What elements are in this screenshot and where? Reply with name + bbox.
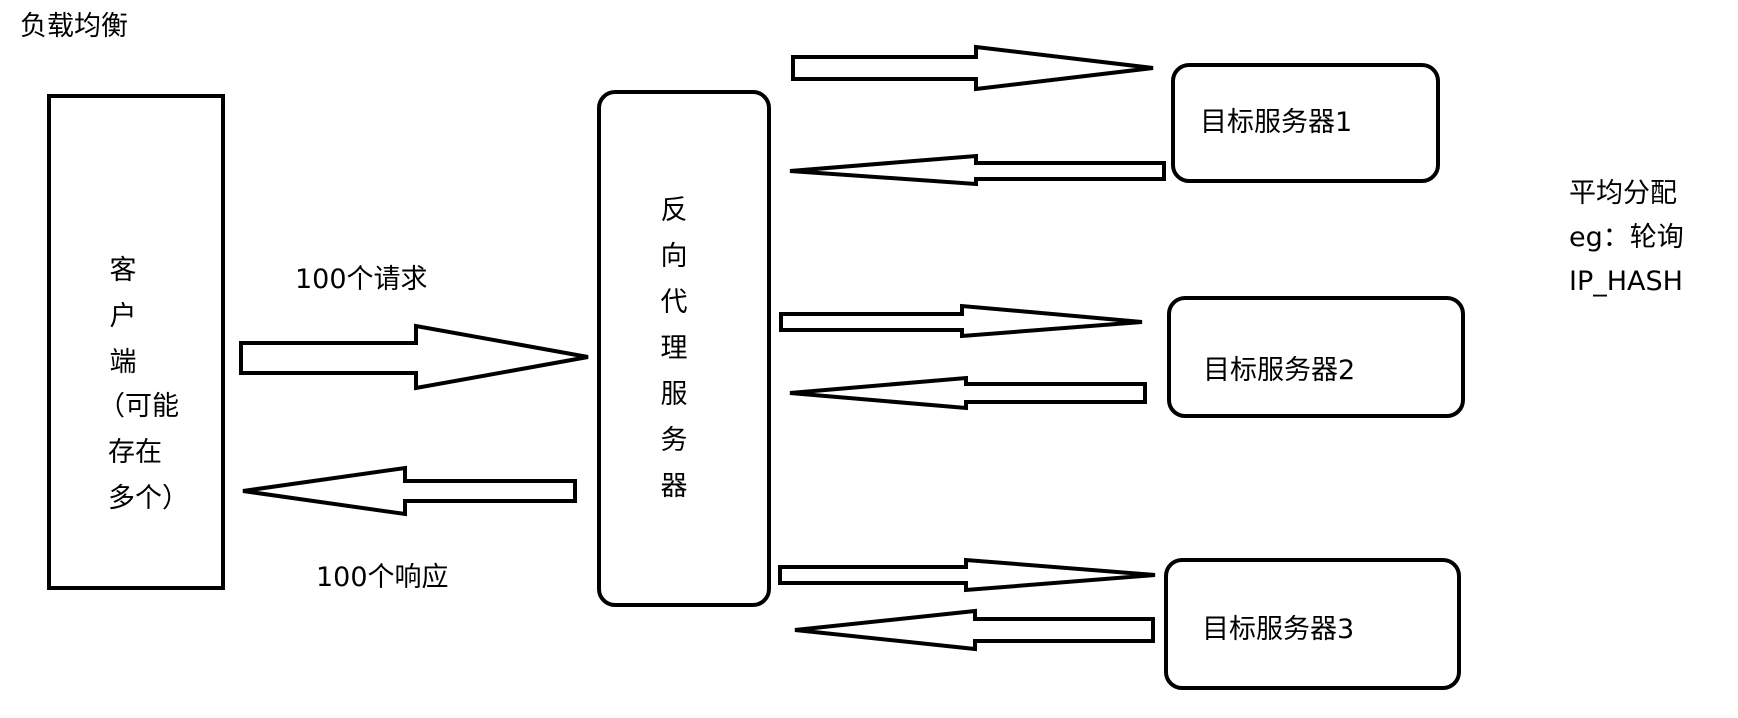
request-label: 100个请求	[295, 264, 428, 295]
server-box-2	[1167, 296, 1465, 418]
client-label: 客 户 端	[103, 248, 143, 386]
diagram-title: 负载均衡	[20, 11, 128, 42]
proxy-to-server3-arrow	[778, 557, 1156, 593]
server-label-2: 目标服务器2	[1203, 355, 1356, 386]
note-line: eg：轮询	[1569, 222, 1684, 253]
reverse-proxy-box	[597, 90, 771, 607]
proxy-char: 务	[660, 425, 688, 456]
client-char: 端	[109, 347, 137, 378]
server-label-1: 目标服务器1	[1200, 107, 1353, 138]
proxy-char: 服	[660, 379, 688, 410]
server1-to-proxy-arrow	[789, 153, 1166, 187]
note-line: IP_HASH	[1569, 266, 1683, 297]
proxy-char: 理	[660, 333, 688, 364]
response-label: 100个响应	[316, 562, 449, 593]
client-note-line: 存在	[108, 437, 162, 468]
proxy-char: 代	[660, 287, 688, 318]
proxy-to-server2-arrow	[779, 303, 1143, 339]
note-line: 平均分配	[1569, 178, 1677, 209]
client-note-line: （可能	[98, 391, 179, 422]
response-arrow	[242, 465, 577, 517]
client-char: 户	[109, 301, 137, 332]
proxy-char: 器	[660, 471, 688, 502]
client-box	[47, 94, 225, 590]
request-arrow	[239, 323, 589, 391]
proxy-char: 反	[660, 195, 688, 226]
load-balancing-note: 平均分配 eg：轮询 IP_HASH	[1569, 172, 1684, 304]
client-char: 客	[109, 255, 137, 286]
server-box-1	[1171, 63, 1440, 183]
server2-to-proxy-arrow	[789, 375, 1147, 411]
proxy-char: 向	[660, 241, 688, 272]
server-box-3	[1164, 558, 1461, 690]
reverse-proxy-label: 反 向 代 理 服 务 器	[654, 188, 694, 510]
client-note: （可能 存在 多个）	[98, 384, 189, 522]
server3-to-proxy-arrow	[794, 608, 1155, 652]
client-note-line: 多个）	[108, 483, 189, 514]
server-label-3: 目标服务器3	[1202, 614, 1355, 645]
proxy-to-server1-arrow	[791, 44, 1154, 92]
